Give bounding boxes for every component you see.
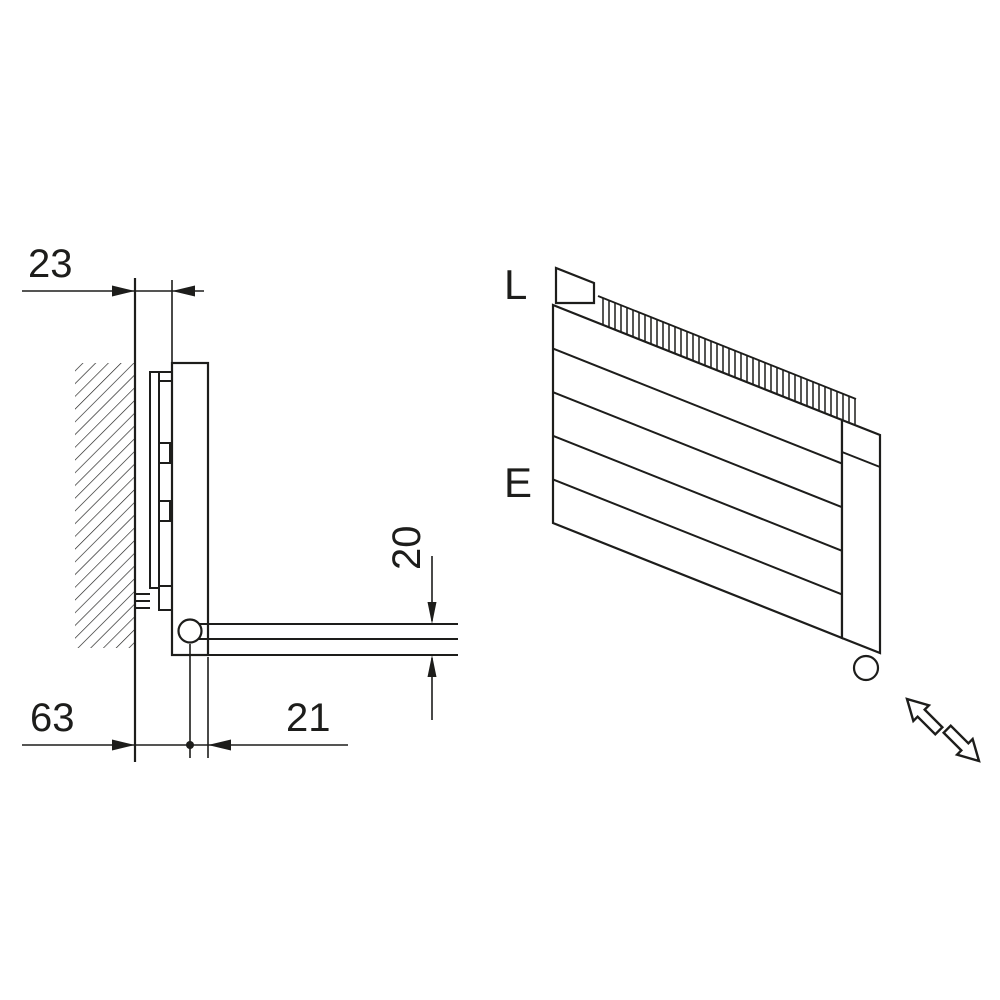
bracket-rail	[149, 371, 160, 589]
height-label: E	[504, 459, 532, 506]
pipe-connection-circle	[177, 618, 203, 644]
arrowhead-left-icon	[208, 739, 231, 751]
bracket-top-hook	[158, 371, 173, 382]
dim-23-label: 23	[28, 242, 73, 286]
arrowhead-up-icon	[427, 655, 437, 677]
arrowhead-left-icon	[172, 285, 195, 297]
length-label: L	[504, 261, 527, 308]
arrowhead-right-icon	[112, 285, 135, 297]
bracket-lower-hook	[158, 500, 171, 522]
slat-line	[552, 391, 843, 509]
wall-section-hatch	[75, 363, 135, 648]
radiator-panel-side	[170, 361, 210, 657]
bracket-mid-hook	[158, 442, 171, 464]
dim-20-label: 20	[385, 526, 429, 571]
flow-direction-arrows-icon	[905, 697, 981, 763]
bracket-foot-clip	[158, 585, 173, 611]
dimension-wall-to-pipe-axis: 63	[22, 644, 348, 758]
dimension-connection-drop: 20	[385, 526, 437, 720]
panel-slat-lines	[552, 347, 843, 596]
dim-63-label: 63	[30, 696, 75, 740]
dimension-wall-gap: 23	[22, 242, 204, 362]
connection-pipe	[196, 623, 458, 640]
fin-top-edge-line	[597, 295, 857, 400]
end-panel-seam-line	[841, 451, 881, 468]
wall-bracket	[136, 371, 173, 611]
dim-21-label: 21	[286, 696, 331, 740]
slat-line	[552, 434, 843, 552]
slat-line	[552, 347, 843, 465]
iso-pipe-connection-circle	[852, 654, 880, 682]
iso-view: L E	[504, 261, 882, 682]
side-view	[75, 278, 458, 762]
radiator-end-panel	[840, 418, 882, 655]
slat-line	[552, 478, 843, 596]
arrow-down-right-icon	[941, 723, 981, 763]
top-end-cap	[554, 266, 596, 305]
dimension-pipe-axis-to-front: 21	[208, 696, 331, 751]
arrow-up-left-icon	[905, 697, 945, 737]
arrowhead-down-icon	[427, 602, 437, 624]
arrowhead-right-icon	[112, 739, 135, 751]
dimension-dot-terminal	[186, 741, 194, 749]
